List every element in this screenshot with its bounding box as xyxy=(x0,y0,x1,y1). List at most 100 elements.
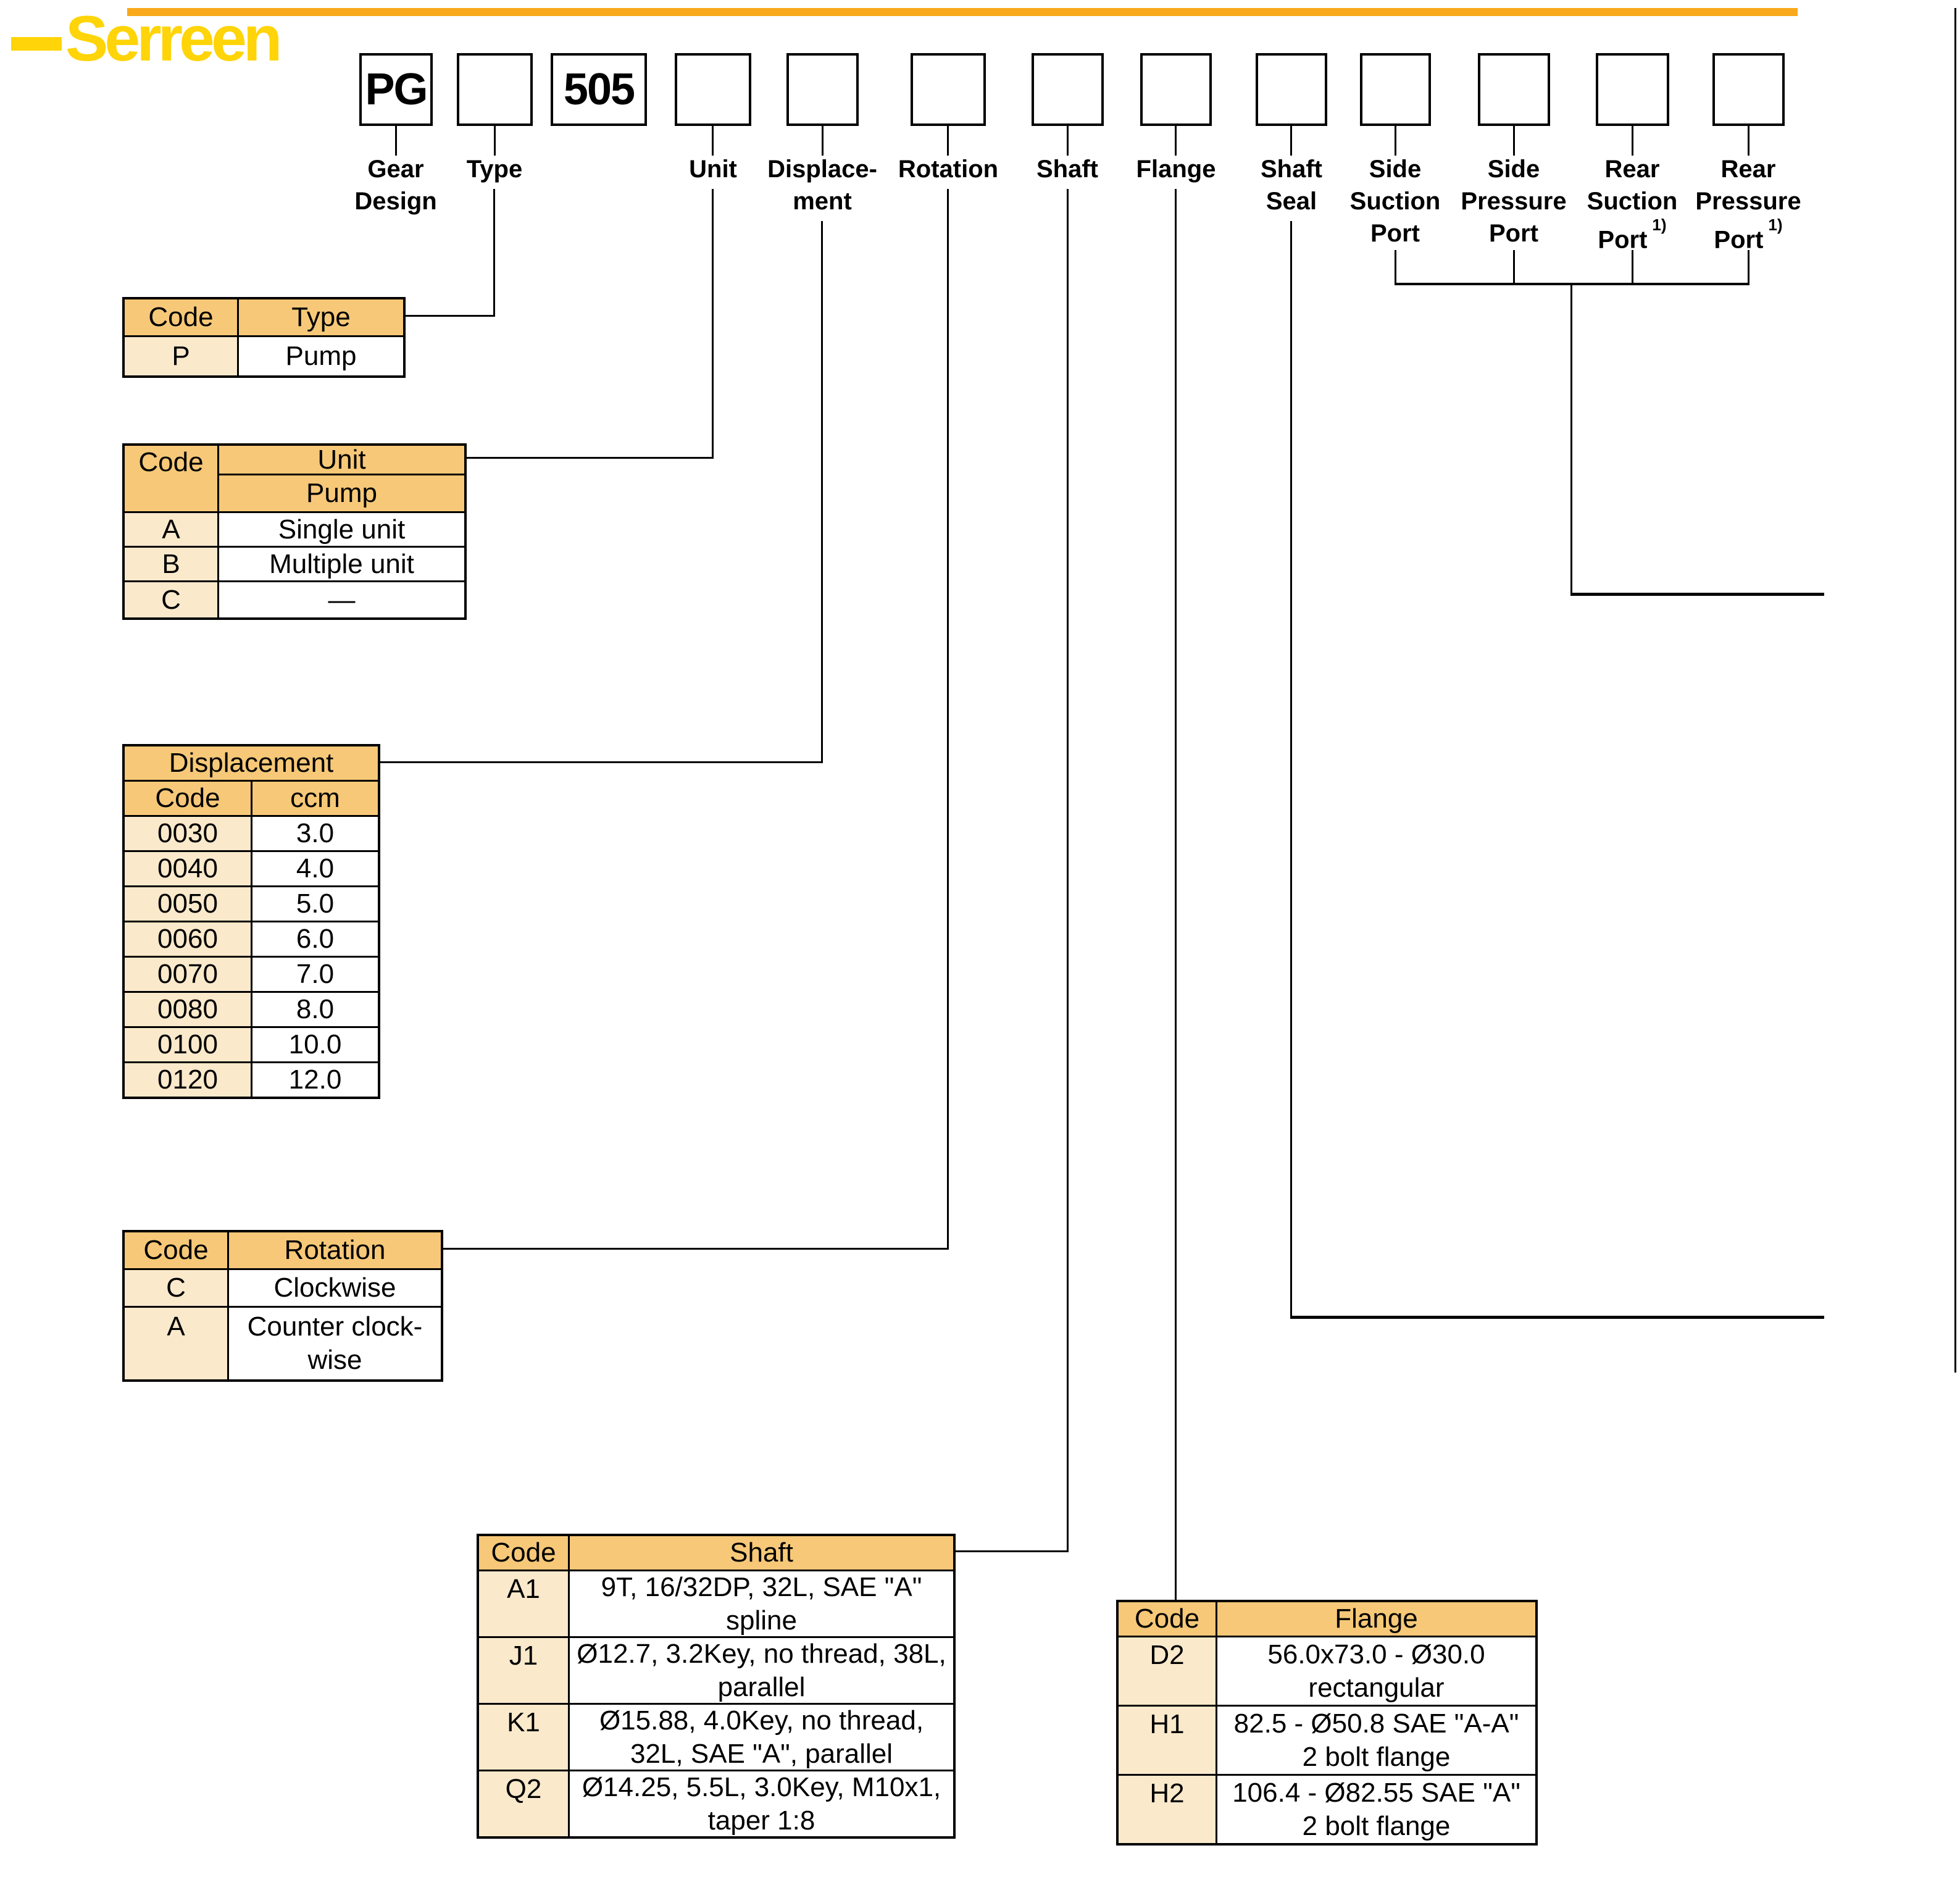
code-box-flange xyxy=(1140,53,1212,126)
shaft-value: 9T, 16/32DP, 32L, SAE "A" spline xyxy=(570,1571,953,1636)
connector-shaft-vertical xyxy=(1067,189,1069,1552)
box-tick xyxy=(395,126,397,156)
connector-rotation-horizontal xyxy=(443,1248,949,1250)
displacement-value: 6.0 xyxy=(252,922,378,956)
connector-type-vertical xyxy=(493,189,495,317)
label-flange: Flange xyxy=(1136,156,1216,183)
displacement-code: 0080 xyxy=(125,993,251,1026)
page-right-rule xyxy=(1954,8,1956,1373)
rotation-code: C xyxy=(125,1270,227,1306)
unit-table-header-unit: Unit xyxy=(219,445,464,475)
displacement-code: 0030 xyxy=(125,817,251,850)
shaft-code: J1 xyxy=(479,1638,568,1703)
rotation-table-header-code: Code xyxy=(125,1232,227,1268)
unit-table-header-code: Code xyxy=(125,446,217,511)
code-box-unit xyxy=(675,53,751,126)
code-box-value: 505 xyxy=(563,65,635,114)
shaft-code: A1 xyxy=(479,1571,568,1636)
shaft-value: Ø14.25, 5.5L, 3.0Key, M10x1, taper 1:8 xyxy=(570,1771,953,1836)
flange-code: H1 xyxy=(1119,1707,1216,1774)
unit-table-code: A xyxy=(125,513,217,546)
code-box-side-suction-port xyxy=(1360,53,1431,126)
connector-displacement-horizontal xyxy=(380,761,823,763)
displacement-table-header-ccm: ccm xyxy=(252,782,378,815)
port-tick-rear-pressure xyxy=(1748,250,1749,284)
unit-table-value: — xyxy=(219,582,464,617)
unit-table-value: Multiple unit xyxy=(219,548,464,580)
displacement-value: 4.0 xyxy=(252,852,378,885)
displacement-value: 10.0 xyxy=(252,1028,378,1061)
flange-table-header-flange: Flange xyxy=(1217,1602,1535,1636)
box-tick xyxy=(1748,126,1749,156)
box-tick xyxy=(1290,126,1292,156)
flange-value: 56.0x73.0 - Ø30.0 rectangular xyxy=(1217,1637,1535,1705)
rotation-value: Clockwise xyxy=(229,1270,441,1306)
displacement-value: 7.0 xyxy=(252,958,378,991)
flange-table: Code Flange D2 56.0x73.0 - Ø30.0 rectang… xyxy=(1116,1600,1538,1846)
shaft-table: Code Shaft A1 9T, 16/32DP, 32L, SAE "A" … xyxy=(477,1534,956,1839)
unit-table-code: B xyxy=(125,548,217,580)
rotation-table: Code Rotation C Clockwise A Counter cloc… xyxy=(122,1230,443,1382)
shaft-value: Ø12.7, 3.2Key, no thread, 38L, parallel xyxy=(570,1638,953,1703)
connector-shaft-seal-horizontal xyxy=(1290,1316,1824,1319)
displacement-value: 3.0 xyxy=(252,817,378,850)
connector-flange-vertical xyxy=(1175,189,1177,1600)
code-box-shaft-seal xyxy=(1256,53,1327,126)
rotation-code: A xyxy=(125,1308,227,1379)
connector-shaft-horizontal xyxy=(956,1550,1069,1552)
displacement-code: 0070 xyxy=(125,958,251,991)
flange-table-header-code: Code xyxy=(1119,1602,1216,1636)
type-table: Code Type P Pump xyxy=(122,297,406,378)
displacement-code: 0050 xyxy=(125,887,251,921)
unit-table-subheader-pump: Pump xyxy=(219,475,464,511)
flange-code: H2 xyxy=(1119,1776,1216,1843)
rotation-value: Counter clock- wise xyxy=(229,1308,441,1379)
shaft-code: K1 xyxy=(479,1705,568,1770)
footnote-mark: 1) xyxy=(1768,215,1783,234)
displacement-table-title: Displacement xyxy=(125,746,378,780)
code-box-type xyxy=(457,53,533,126)
type-table-code: P xyxy=(125,337,237,375)
port-tick-side-pressure xyxy=(1513,250,1515,284)
box-tick xyxy=(822,126,824,156)
connector-unit-vertical xyxy=(712,189,714,459)
box-tick xyxy=(1175,126,1177,156)
code-box-value: PG xyxy=(365,65,428,114)
displacement-value: 12.0 xyxy=(252,1063,378,1097)
box-tick xyxy=(1395,126,1396,156)
box-tick xyxy=(494,126,496,156)
displacement-value: 5.0 xyxy=(252,887,378,921)
box-tick xyxy=(1632,126,1633,156)
displacement-code: 0060 xyxy=(125,922,251,956)
top-accent-bar xyxy=(127,8,1798,16)
code-box-gear-design: PG xyxy=(359,53,433,126)
box-tick xyxy=(1067,126,1069,156)
footnote-mark: 1) xyxy=(1652,215,1667,234)
label-unit: Unit xyxy=(689,156,737,183)
label-displacement: Displace-ment xyxy=(767,156,877,215)
unit-table-code: C xyxy=(125,582,217,617)
flange-code: D2 xyxy=(1119,1637,1216,1705)
box-tick xyxy=(1513,126,1515,156)
type-table-header-type: Type xyxy=(239,299,403,335)
connector-type-horizontal xyxy=(406,315,495,317)
rotation-table-header-rotation: Rotation xyxy=(229,1232,441,1268)
box-tick xyxy=(712,126,714,156)
shaft-table-header-shaft: Shaft xyxy=(570,1536,953,1570)
displacement-table: Displacement Code ccm 0030 3.0 0040 4.0 … xyxy=(122,744,380,1099)
connector-unit-horizontal xyxy=(467,457,714,459)
shaft-value: Ø15.88, 4.0Key, no thread, 32L, SAE "A",… xyxy=(570,1705,953,1770)
code-box-rotation xyxy=(911,53,986,126)
displacement-value: 8.0 xyxy=(252,993,378,1026)
logo-dash xyxy=(11,37,62,51)
displacement-table-header-code: Code xyxy=(125,782,251,815)
port-tick-side-suction xyxy=(1395,250,1396,284)
flange-value: 106.4 - Ø82.55 SAE "A" 2 bolt flange xyxy=(1217,1776,1535,1843)
connector-shaft-seal-vertical xyxy=(1290,221,1292,1319)
displacement-code: 0120 xyxy=(125,1063,251,1097)
